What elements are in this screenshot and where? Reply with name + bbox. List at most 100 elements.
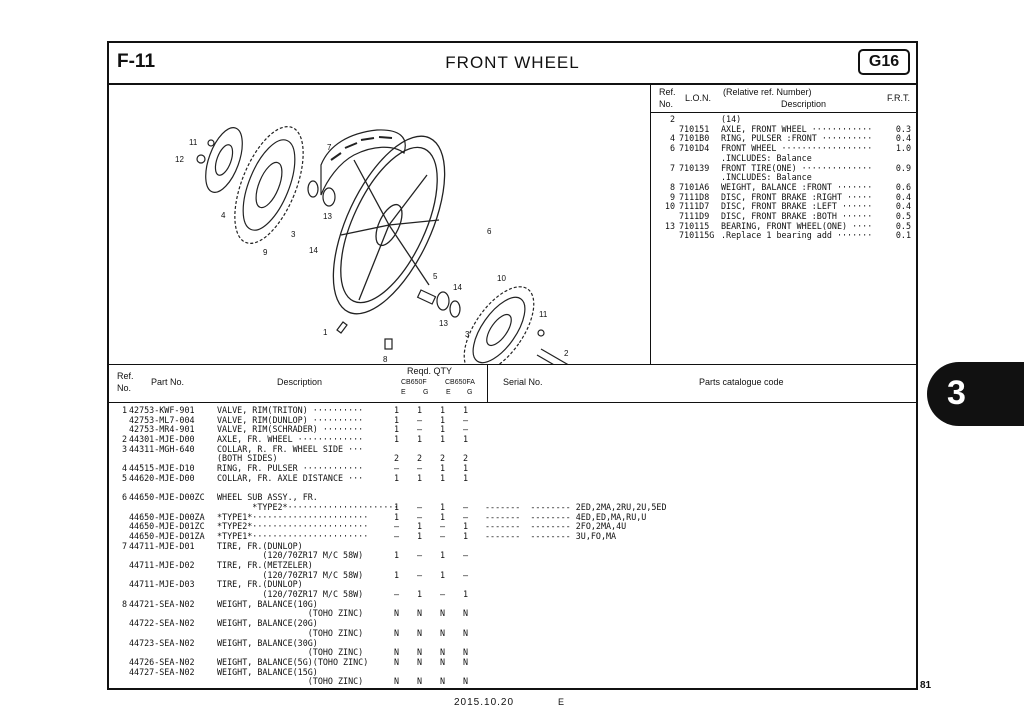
qty-cell: – [416,424,423,435]
ref-cell [115,648,127,658]
serial-cell: ------- -------- 2FO,2MA,4U [485,521,627,532]
serial-cell [477,474,687,484]
qty-cell: – [462,550,469,561]
part-number-cell: 44650-MJE-D01ZC [129,521,205,532]
qty-cell: 1 [393,424,400,435]
serial-cell: ------- -------- 4ED,ED,MA,RU,U [485,511,647,522]
qty-cell: 1 [462,521,469,532]
parts-table-header: Ref. No. Part No. Description Reqd. QTY … [109,365,916,403]
pt-serial-label: Serial No. [503,377,543,387]
front-tire [320,129,406,196]
qty-cell: – [462,414,469,425]
frt-cell: 0.4 [895,201,911,212]
qty-cell: N [439,647,446,658]
qty-cell: 1 [439,511,446,522]
description-cell: RING, FR. PULSER ············ [217,463,364,474]
lon-cell: 710115 [679,220,710,231]
desc-cell: .Replace 1 bearing add ······· [721,230,873,241]
serial-cell [477,406,687,416]
callout-12: 12 [175,155,184,164]
qty-cell: 1 [439,501,446,512]
pt-ref-label: Ref. [117,371,134,381]
catalog-page-frame: F-11 FRONT WHEEL G16 [107,41,918,690]
print-date: 2015.10.20 [454,697,515,708]
part-number-cell: 44727-SEA-N02 [129,666,195,677]
description-cell: (120/70ZR17 M/C 58W) [217,589,364,600]
bearings-collars [307,180,461,318]
parts-table-row: (120/70ZR17 M/C 58W)–1–1 [115,589,687,600]
part-number-cell: 42753-ML7-004 [129,414,195,425]
serial-cell [477,590,687,600]
lon-cell: 710139 [679,162,710,173]
ref-table-row: .INCLUDES: Balance [657,173,911,183]
serial-cell: ------- -------- 3U,FO,MA [485,530,617,541]
callout-3-bottom: 3 [465,330,470,339]
part-number-cell: 42753-MR4-901 [129,424,195,435]
qty-cell: 1 [439,434,446,445]
callout-9: 9 [263,248,268,257]
description-cell: VALVE, RIM(TRITON) ·········· [217,405,364,415]
callout-13-top: 13 [323,212,332,221]
qty-cell: 1 [462,463,469,474]
qty-cell: 1 [462,589,469,600]
part-number-cell: 44515-MJE-D10 [129,463,195,474]
qty-cell: 1 [416,589,423,600]
ref-table: Ref. No. L.O.N. (Relative ref. Number) D… [651,85,916,365]
serial-cell [477,619,687,629]
description-cell: COLLAR, FR. AXLE DISTANCE ··· [217,472,364,483]
desc-cell: DISC, FRONT BRAKE :BOTH ······ [721,211,873,222]
qty-cell: 1 [439,414,446,425]
qty-cell [385,484,408,494]
qty-cell: 1 [439,569,446,580]
serial-cell [477,629,687,639]
group-code-badge: G16 [858,49,910,75]
part-number-cell: 44721-SEA-N02 [129,598,195,609]
description-cell: (TOHO ZINC) [217,608,364,619]
description-cell: WHEEL SUB ASSY., FR. [217,492,318,503]
qty-cell: 1 [393,569,400,580]
ref-cell [115,416,127,426]
qty-cell: N [462,676,469,687]
serial-cell [477,648,687,658]
ref-cell: 6 [121,492,127,503]
ref-cell [115,571,127,581]
frt-cell: 0.5 [895,220,911,231]
qty-cell: N [416,647,423,658]
part-number-cell: 44650-MJE-D00ZA [129,511,205,522]
desc-cell: .INCLUDES: Balance [721,152,812,163]
ref-cell: 2 [669,114,675,124]
callout-13-bottom: 13 [439,319,448,328]
exploded-diagram: 11 12 7 4 9 13 3 14 6 5 14 10 13 3 11 1 … [109,85,651,365]
qty-cell: 1 [393,511,400,522]
ref-table-row: .INCLUDES: Balance [657,152,911,164]
description-cell: *TYPE2*······················· [217,521,369,532]
callout-1: 1 [323,328,328,337]
lon-cell: 7111D7 [679,201,710,212]
serial-cell [477,639,687,649]
ref-cell [115,658,127,668]
serial-cell [477,435,687,445]
qty-cell: – [393,589,400,600]
pt-e2-label: E [446,389,451,396]
pt-reqd-label: Reqd. QTY [407,366,453,376]
desc-cell: AXLE, FRONT WHEEL ············ [721,123,873,134]
part-number-cell: 44723-SEA-N02 [129,637,195,648]
lon-cell: 7111D8 [679,191,710,202]
description-cell: TIRE, FR.(DUNLOP) [217,579,303,590]
serial-cell [477,658,687,668]
ref-cell: 5 [121,472,127,483]
serial-cell [477,542,687,552]
qty-cell: 1 [393,405,400,415]
